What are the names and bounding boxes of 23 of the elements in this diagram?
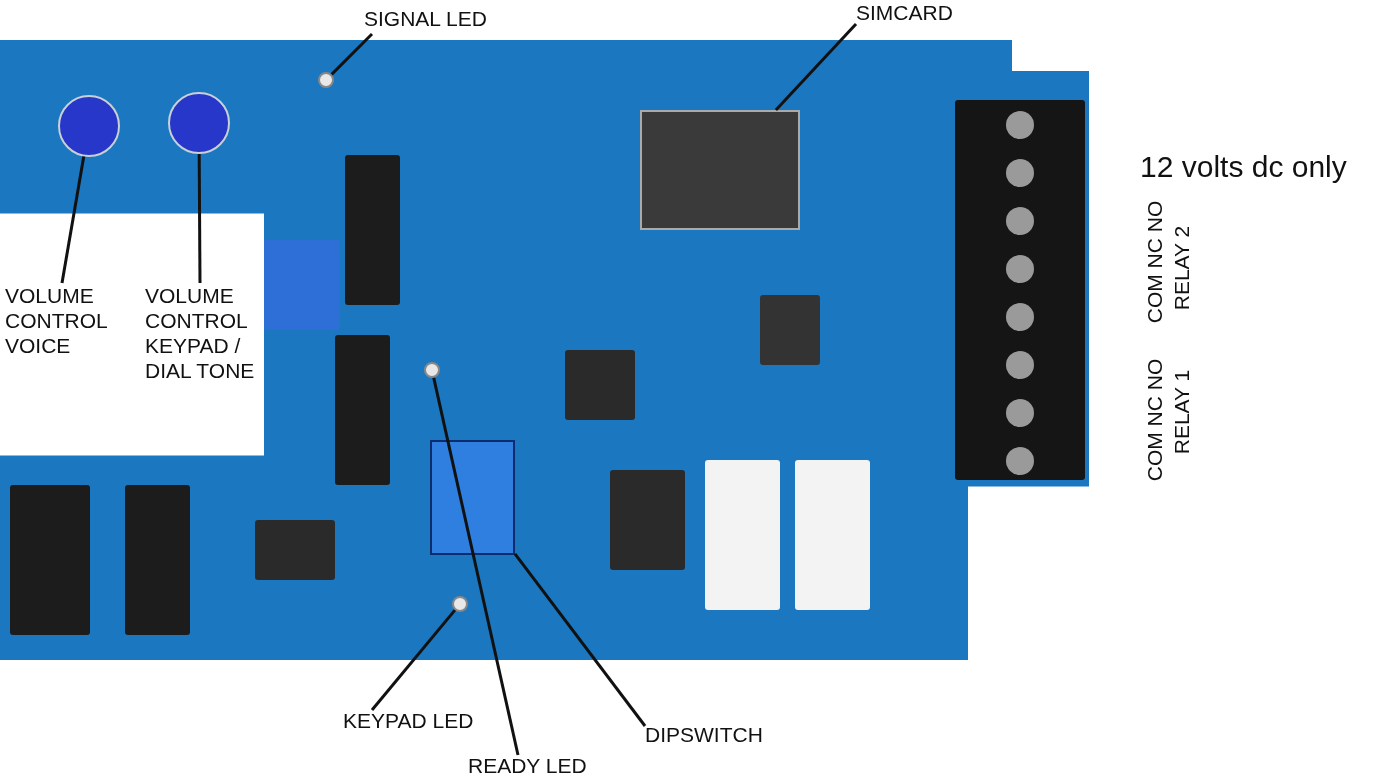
- terminal-label: COM NC NO: [1142, 358, 1167, 482]
- note-text: 12 volts dc only: [1140, 150, 1347, 184]
- leader-line: [774, 22, 858, 112]
- dip-switch: [430, 440, 515, 555]
- leader-line: [197, 154, 202, 283]
- leader-line: [432, 377, 520, 756]
- terminal-label: RELAY 2: [1170, 225, 1195, 311]
- callout-label: VOLUME CONTROL VOICE: [5, 283, 130, 363]
- leader-line: [513, 552, 647, 727]
- callout-label: KEYPAD LED: [343, 708, 493, 734]
- sim-card-slot: [640, 110, 800, 230]
- leader-line: [370, 609, 457, 711]
- leader-line: [60, 156, 86, 284]
- led-spot: [452, 596, 468, 612]
- callout-label: DIPSWITCH: [645, 722, 785, 748]
- led-spot: [424, 362, 440, 378]
- callout-label: READY LED: [468, 753, 598, 779]
- callout-label: SIGNAL LED: [364, 6, 504, 32]
- led-spot: [318, 72, 334, 88]
- callout-label: VOLUME CONTROL KEYPAD / DIAL TONE: [145, 283, 265, 413]
- terminal-label: COM NC NO: [1142, 200, 1167, 324]
- terminal-label: RELAY 1: [1170, 369, 1195, 455]
- callout-label: SIMCARD: [856, 0, 966, 26]
